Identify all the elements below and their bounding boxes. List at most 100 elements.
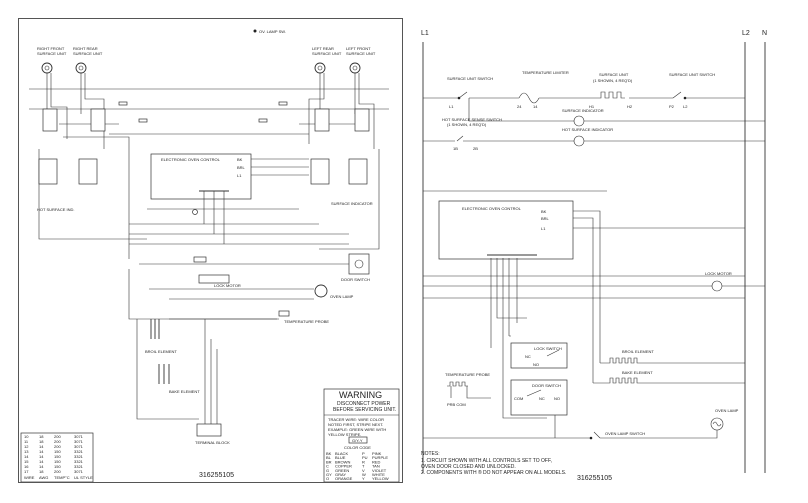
broil-element: BROIL ELEMENT xyxy=(145,319,177,354)
temperature-probe-label: TEMPERATURE PROBE xyxy=(445,372,490,377)
color-code-abbr: BR xyxy=(326,459,332,464)
wire-table-cell: 11 xyxy=(24,439,29,444)
broil-element-label: BROIL ELEMENT xyxy=(622,349,654,354)
surface-indicator-block: SURFACE INDICATOR xyxy=(310,158,373,206)
broil-element: BROIL ELEMENT xyxy=(600,349,745,364)
oven-lamp: OVEN LAMP xyxy=(314,284,354,299)
temperature-probe: TEMPERATURE PROBE PRB COM xyxy=(445,372,491,407)
lock-switch: LOCK SWITCH NC NO xyxy=(510,342,568,369)
wire-table-cell: 14 xyxy=(24,454,29,459)
left-rear-surface-unit: LEFT REAR SURFACE UNIT xyxy=(312,46,342,74)
color-code-name: TAN xyxy=(372,464,380,469)
wire-table-cell: 200 xyxy=(54,439,61,444)
color-code-name: COPPER xyxy=(335,464,352,469)
surface-unit-circuit: SURFACE UNIT SWITCH TEMPERATURE LIMITER … xyxy=(423,70,745,109)
color-code-abbr: O xyxy=(326,476,329,481)
color-code-name: GRAY xyxy=(335,472,346,477)
wire-table-cell: 14 xyxy=(39,454,44,459)
wire-table-cell: 3321 xyxy=(74,464,84,469)
electronic-oven-control: ELECTRONIC OVEN CONTROL BK BRL L1 xyxy=(438,200,574,260)
terminal-l2: L2 xyxy=(683,104,688,109)
terminal-block-label: TERMINAL BLOCK xyxy=(195,440,230,445)
warning-line2: BEFORE SERVICING UNIT. xyxy=(333,407,396,413)
right-rear-label: RIGHT REAR xyxy=(73,46,98,51)
oven-lamp-label: OVEN LAMP xyxy=(330,294,354,299)
wire-table-cell: 200 xyxy=(54,434,61,439)
note-line: 1. CIRCUIT SHOWN WITH ALL CONTROLS SET T… xyxy=(421,458,552,464)
hot-surface-sense-circuit: HOT SURFACE SENSE SWITCH (1 SHOWN, 4 REQ… xyxy=(423,117,765,151)
right-part-number: 316255105 xyxy=(577,475,612,482)
electronic-oven-control: ELECTRONIC OVEN CONTROL BK BRL L1 xyxy=(150,153,252,200)
door-com-label: COM xyxy=(514,396,523,401)
lock-motor: LOCK MOTOR xyxy=(423,271,765,292)
note-line: 2. COMPONENTS WITH ® DO NOT APPEAR ON AL… xyxy=(421,469,566,476)
color-code-abbr: Y xyxy=(362,476,365,481)
left-rear-label: LEFT REAR xyxy=(312,46,334,51)
lock-motor-label: LOCK MOTOR xyxy=(214,283,241,288)
door-switch: DOOR SWITCH xyxy=(341,253,370,282)
surface-indicator-label: SURFACE INDICATOR xyxy=(331,201,373,206)
oven-lamp-switch-label: OVEN LAMP SWITCH xyxy=(605,431,645,436)
lock-switch-label: LOCK SWITCH xyxy=(534,346,562,351)
temperature-limiter-label: TEMPERATURE LIMITER xyxy=(522,70,569,75)
color-code-name: PINK xyxy=(372,451,382,456)
notes-block: NOTES: 1. CIRCUIT SHOWN WITH ALL CONTROL… xyxy=(421,451,566,476)
terminal-1b: 1B xyxy=(453,146,458,151)
color-code-abbr: PU xyxy=(362,455,368,460)
right-front-label: RIGHT FRONT xyxy=(37,46,65,51)
door-nc-label: NC xyxy=(539,396,545,401)
color-code-abbr: R xyxy=(362,459,365,464)
wire-table-header: WIRE xyxy=(24,475,35,480)
lock-nc-label: NC xyxy=(525,354,531,359)
surface-unit-label: SURFACE UNIT xyxy=(346,51,376,56)
terminal-14: 14 xyxy=(533,104,538,109)
oven-lamp-switch-label: OV. LAMP SW. xyxy=(259,29,286,34)
color-code-abbr: BK xyxy=(326,451,332,456)
wire-table-cell: 200 xyxy=(54,444,61,449)
oven-lamp-switch: OVEN LAMP SWITCH xyxy=(423,430,718,440)
terminal-block: TERMINAL BLOCK xyxy=(195,423,230,445)
lock-no-label: NO xyxy=(533,362,539,367)
left-front-label: LEFT FRONT xyxy=(346,46,371,51)
note-line: OVEN DOOR CLOSED AND UNLOCKED. xyxy=(421,464,516,470)
wire-table-cell: 3321 xyxy=(74,454,84,459)
bake-element: BAKE ELEMENT xyxy=(158,364,200,394)
wire-table-cell: 14 xyxy=(39,464,44,469)
eoc-label: ELECTRONIC OVEN CONTROL xyxy=(462,206,522,211)
color-code-name: BROWN xyxy=(335,459,350,464)
tracer-line: YELLOW STRIPE. xyxy=(328,432,361,437)
wire-table-cell: 10 xyxy=(24,434,29,439)
terminal-p2: P2 xyxy=(669,104,675,109)
wire-table-cell: 12 xyxy=(24,444,29,449)
color-code-abbr: T xyxy=(362,464,365,469)
warning-title: WARNING xyxy=(339,390,382,400)
brl-terminal-label: BRL xyxy=(237,165,246,170)
bk-terminal-label: BK xyxy=(541,209,547,214)
bake-element-label: BAKE ELEMENT xyxy=(622,370,653,375)
surface-unit-switch-label: SURFACE UNIT SWITCH xyxy=(447,76,493,81)
oven-lamp-label: OVEN LAMP xyxy=(715,408,739,413)
right-front-surface-unit: RIGHT FRONT SURFACE UNIT xyxy=(37,46,67,74)
right-schematic-sheet: L1 L2 N SURFACE UNIT SWITCH TEMPERATURE … xyxy=(407,18,792,486)
wire-table-cell: 14 xyxy=(39,449,44,454)
lock-motor-label: LOCK MOTOR xyxy=(705,271,732,276)
surface-unit-switch-label-2: SURFACE UNIT SWITCH xyxy=(669,72,715,77)
wire-table-cell: 3071 xyxy=(74,444,84,449)
left-front-switch-block xyxy=(354,108,370,132)
shown-note-2: (1 SHOWN, 4 REQ'D) xyxy=(447,122,487,127)
wire-table-cell: 150 xyxy=(54,454,61,459)
temperature-probe-label: TEMPERATURE PROBE xyxy=(284,319,329,324)
right-front-switch-block xyxy=(42,108,58,132)
color-code-name: ORANGE xyxy=(335,476,353,481)
bake-element: BAKE ELEMENT xyxy=(593,370,745,384)
color-code-name: BLUE xyxy=(335,455,346,460)
color-code-name: YELLOW xyxy=(372,476,389,481)
door-switch: DOOR SWITCH COM NC NO xyxy=(510,379,568,416)
surface-indicator-circuit: SURFACE INDICATOR xyxy=(468,98,765,127)
prb-com-label: PRB COM xyxy=(447,402,466,407)
left-rear-switch-block xyxy=(314,108,330,132)
color-code-title: COLOR CODE xyxy=(344,445,371,450)
color-code-abbr: W xyxy=(362,472,366,477)
